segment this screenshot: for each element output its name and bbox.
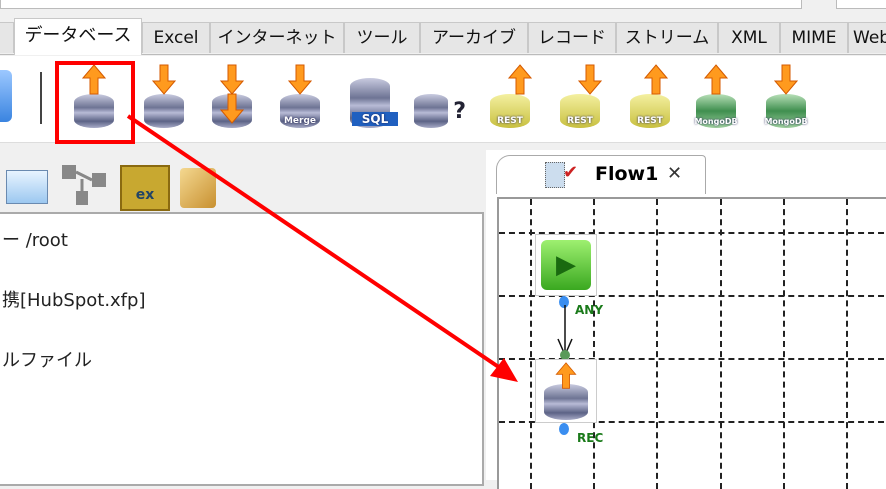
- port-dot[interactable]: [559, 296, 569, 308]
- top-field-2[interactable]: [836, 0, 886, 9]
- arrow-down-icon: [152, 64, 176, 95]
- db-multi-read-tool[interactable]: [202, 64, 262, 132]
- toolbar-separator: [40, 72, 42, 124]
- rest-label: REST: [637, 116, 663, 126]
- top-field-1[interactable]: [0, 0, 802, 9]
- sql-tool[interactable]: SQL: [340, 64, 400, 132]
- database-icon: [74, 94, 114, 128]
- blue-button-icon[interactable]: [0, 70, 12, 122]
- tab-tools[interactable]: ツール: [344, 22, 420, 53]
- rec-port-label: REC: [577, 431, 604, 445]
- arrow-down-icon: [288, 64, 312, 95]
- any-port-label: ANY: [575, 303, 604, 317]
- rest-write-tool[interactable]: REST: [480, 64, 540, 132]
- db-write-tool[interactable]: [64, 64, 124, 132]
- merge-label: Merge: [283, 116, 317, 126]
- mongodb-icon: [766, 94, 806, 128]
- hierarchy-icon[interactable]: [62, 163, 108, 207]
- double-arrow-down-icon: [220, 64, 244, 124]
- check-icon: ✔: [563, 162, 579, 183]
- flow-canvas[interactable]: ▶ ANY REC: [497, 197, 886, 489]
- database-icon: [544, 384, 588, 420]
- tab-web[interactable]: Web: [848, 22, 886, 53]
- arrow-up-icon: [704, 64, 728, 95]
- tab-record[interactable]: レコード: [528, 22, 616, 53]
- tab-archive[interactable]: アーカイブ: [420, 22, 528, 53]
- arrow-down-icon: [774, 64, 798, 95]
- rest-icon: [630, 94, 670, 128]
- start-node[interactable]: ▶: [535, 234, 597, 296]
- mongodb-read-tool[interactable]: MongoDB: [756, 64, 816, 132]
- flow-tab[interactable]: ✔ Flow1 ✕: [496, 155, 706, 194]
- question-icon: ?: [453, 99, 466, 124]
- map-icon[interactable]: [6, 170, 48, 204]
- rest-read-tool[interactable]: REST: [550, 64, 610, 132]
- rest-table-tool[interactable]: REST: [620, 64, 680, 132]
- highlight-box: [55, 61, 135, 144]
- tab-prev[interactable]: [0, 22, 14, 53]
- project-tree: ー /root 携[HubSpot.xfp] ルファイル: [0, 212, 484, 486]
- rest-icon: [560, 94, 600, 128]
- tab-excel[interactable]: Excel: [142, 22, 210, 53]
- mongodb-label: MongoDB: [764, 117, 808, 126]
- tab-xml[interactable]: XML: [718, 22, 780, 53]
- arrow-down-icon: [578, 64, 602, 95]
- database-icon: [144, 94, 184, 128]
- rest-label: REST: [497, 116, 523, 126]
- tree-item-hubspot[interactable]: 携[HubSpot.xfp]: [2, 290, 146, 311]
- arrow-up-icon: [82, 64, 106, 95]
- tree-item-local-file[interactable]: ルファイル: [2, 350, 92, 371]
- sql-label: SQL: [352, 112, 398, 126]
- tab-stream[interactable]: ストリーム: [616, 22, 718, 53]
- db-read-tool[interactable]: [134, 64, 194, 132]
- category-tabs: データベース Excel インターネット ツール アーカイブ レコード ストリー…: [0, 18, 886, 55]
- port-dot[interactable]: [559, 423, 569, 435]
- close-icon[interactable]: ✕: [667, 163, 683, 184]
- play-icon: ▶: [541, 240, 591, 290]
- connector-arrow: [557, 305, 573, 360]
- arrow-up-icon: [508, 64, 532, 95]
- mongodb-icon: [696, 94, 736, 128]
- arrow-up-icon: [644, 64, 668, 95]
- tab-internet[interactable]: インターネット: [210, 22, 344, 53]
- rest-label: REST: [567, 116, 593, 126]
- tree-root[interactable]: ー /root: [2, 230, 68, 251]
- db-query-tool[interactable]: ?: [410, 64, 470, 132]
- mongodb-label: MongoDB: [694, 117, 738, 126]
- example-box-icon[interactable]: ex: [120, 165, 170, 211]
- db-write-node[interactable]: [535, 359, 597, 423]
- tab-database[interactable]: データベース: [14, 18, 142, 55]
- db-merge-tool[interactable]: Merge: [270, 64, 330, 132]
- flow-icon: [545, 162, 565, 188]
- mongodb-write-tool[interactable]: MongoDB: [686, 64, 746, 132]
- database-icon: [414, 94, 448, 128]
- arrow-up-icon: [555, 362, 577, 389]
- tab-mime[interactable]: MIME: [780, 22, 848, 53]
- flow-tab-label: Flow1: [595, 163, 659, 185]
- script-icon[interactable]: [180, 168, 216, 208]
